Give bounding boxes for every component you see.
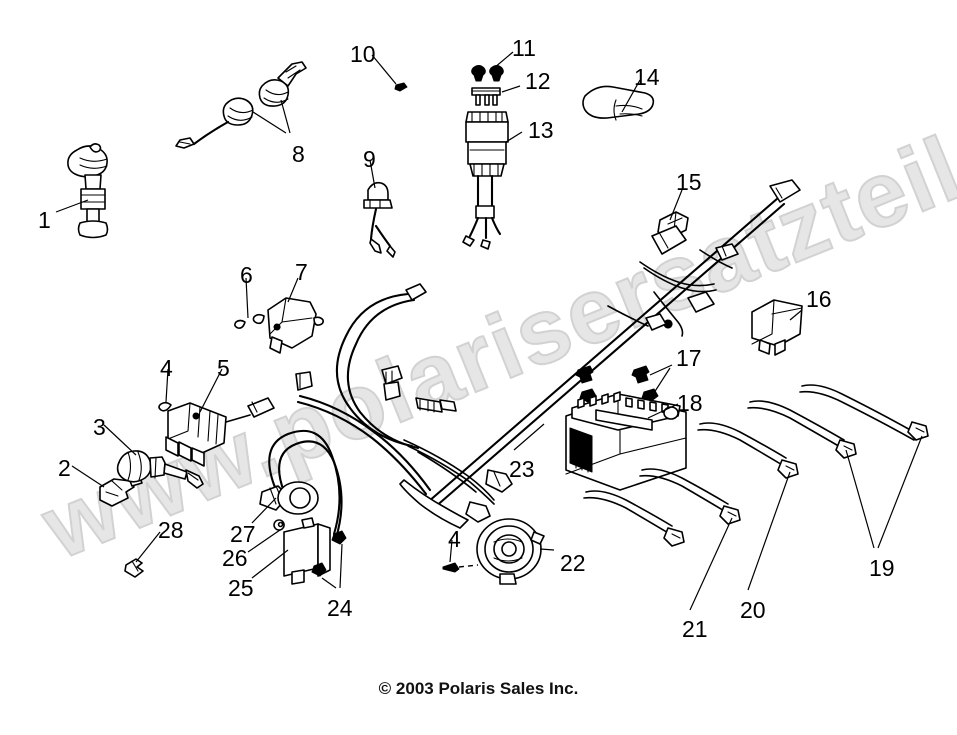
callout-number-fuse-holder: 15 bbox=[676, 169, 702, 195]
callout-number-ignition-switch: 3 bbox=[93, 414, 106, 440]
part-19-cable-ties bbox=[583, 384, 929, 611]
part-13-handlebar-control-switch bbox=[462, 111, 523, 250]
callout-number-handlebar-control-switch: 13 bbox=[528, 117, 554, 143]
callout-number-horn: 22 bbox=[560, 550, 586, 576]
callout-number-screws-pair: 11 bbox=[512, 35, 536, 61]
callout-number-cable-tie: 19 bbox=[869, 555, 895, 581]
callout-number-main-wire-harness: 23 bbox=[509, 456, 535, 482]
part-10-small-clip bbox=[371, 54, 408, 92]
part-11-screws-pair bbox=[471, 51, 514, 82]
callout-number-small-clip: 10 bbox=[350, 41, 376, 67]
part-7-cdi-module bbox=[234, 277, 324, 354]
part-28-ground-clip bbox=[124, 531, 161, 578]
part-25-ignition-coil bbox=[247, 429, 347, 589]
part-22-horn bbox=[442, 518, 555, 585]
callout-number-voltage-regulator: 5 bbox=[217, 355, 230, 381]
callout-number-battery-terminal-bolts: 17 bbox=[676, 345, 702, 371]
copyright-notice: © 2003 Polaris Sales Inc. bbox=[378, 679, 579, 698]
callout-number-nuts: 24 bbox=[327, 595, 353, 621]
callout-number-ground-clip: 28 bbox=[158, 517, 184, 543]
part-3-ignition-switch bbox=[103, 424, 204, 489]
callout-number-bracket: 12 bbox=[525, 68, 551, 94]
part-16-starter-relay bbox=[751, 299, 803, 356]
callout-number-engine-stop-switch: 9 bbox=[363, 146, 376, 172]
callout-number-spark-plug-cap: 8 bbox=[292, 141, 305, 167]
callout-number-ignition-switch-key: 1 bbox=[38, 207, 51, 233]
callout-number-battery: 18 bbox=[677, 390, 703, 416]
part-9-engine-stop-switch bbox=[363, 159, 396, 258]
part-8-spark-plug-caps bbox=[175, 61, 307, 149]
callout-number-ignition-coil: 25 bbox=[228, 575, 254, 601]
callout-number-spark-plug-wire-boot: 27 bbox=[230, 521, 256, 547]
callout-number-screw: 4 bbox=[160, 355, 173, 381]
callout-number-screw-small: 6 bbox=[240, 262, 253, 288]
part-23-main-wire-harness bbox=[295, 179, 801, 529]
callout-number-screw: 4 bbox=[448, 526, 461, 552]
callout-number-cable-tie: 21 bbox=[682, 616, 708, 642]
part-18-battery bbox=[565, 391, 687, 491]
callout-number-rubber-boot-cover: 14 bbox=[634, 64, 660, 90]
part-14-rubber-boot-cover bbox=[582, 79, 655, 121]
part-12-bracket bbox=[471, 85, 521, 106]
part-5-voltage-regulator bbox=[158, 368, 275, 467]
callout-number-starter-relay: 16 bbox=[806, 286, 832, 312]
callout-number-cable-tie: 20 bbox=[740, 597, 766, 623]
part-1-ignition-switch-key bbox=[55, 143, 109, 239]
callout-number-terminal-connector: 2 bbox=[58, 455, 71, 481]
callout-number-washer: 26 bbox=[222, 545, 248, 571]
callout-number-cdi-module: 7 bbox=[295, 259, 308, 285]
